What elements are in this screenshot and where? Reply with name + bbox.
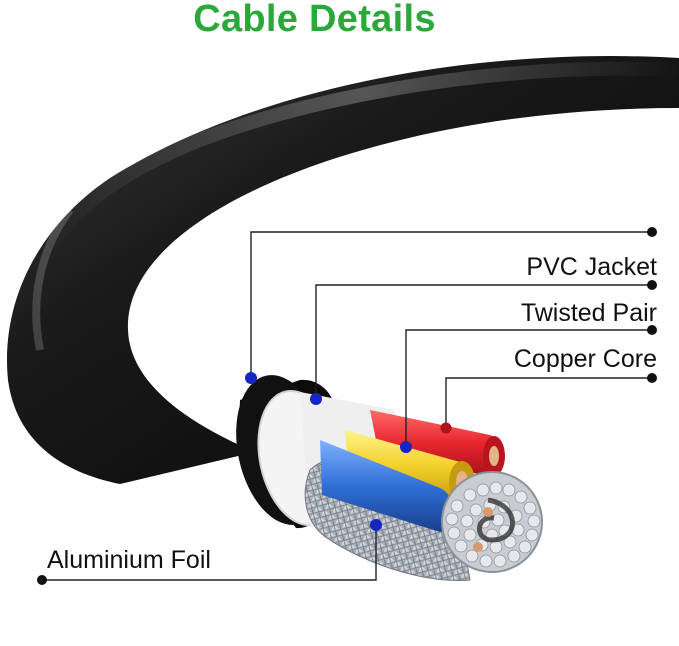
callout-label-pvc-jacket: PVC Jacket: [526, 253, 657, 281]
callout-label-aluminium-foil: Aluminium Foil: [47, 546, 211, 574]
leader-lines: [42, 231, 652, 581]
marker-twisted-pair: [310, 393, 322, 405]
page-title: Cable Details: [193, 0, 436, 40]
marker-copper-core: [400, 441, 412, 453]
blue-wire: [320, 440, 454, 532]
dot-fourth-end: [647, 373, 657, 383]
callout-markers: [245, 372, 412, 531]
leader-copper-core: [405, 329, 652, 447]
marker-red-wire: [440, 422, 452, 434]
marker-pvc-jacket: [245, 372, 257, 384]
dot-pvc-jacket-end: [647, 227, 657, 237]
dot-copper-core-end: [647, 325, 657, 335]
copper-core-bundle: [441, 471, 543, 573]
leader-fourth: [445, 377, 652, 428]
callout-label-twisted-pair: Twisted Pair: [520, 299, 657, 327]
dot-twisted-pair-end: [647, 280, 657, 290]
leader-end-dots: [37, 227, 657, 585]
leader-pvc-jacket: [250, 231, 652, 378]
callout-label-copper-core: Copper Core: [513, 345, 657, 373]
leader-aluminium-foil: [42, 525, 377, 581]
leader-twisted-pair: [315, 284, 652, 399]
pvc-jacket-body: [7, 56, 679, 484]
dot-aluminium-foil-end: [37, 575, 47, 585]
marker-aluminium-foil: [370, 519, 382, 531]
